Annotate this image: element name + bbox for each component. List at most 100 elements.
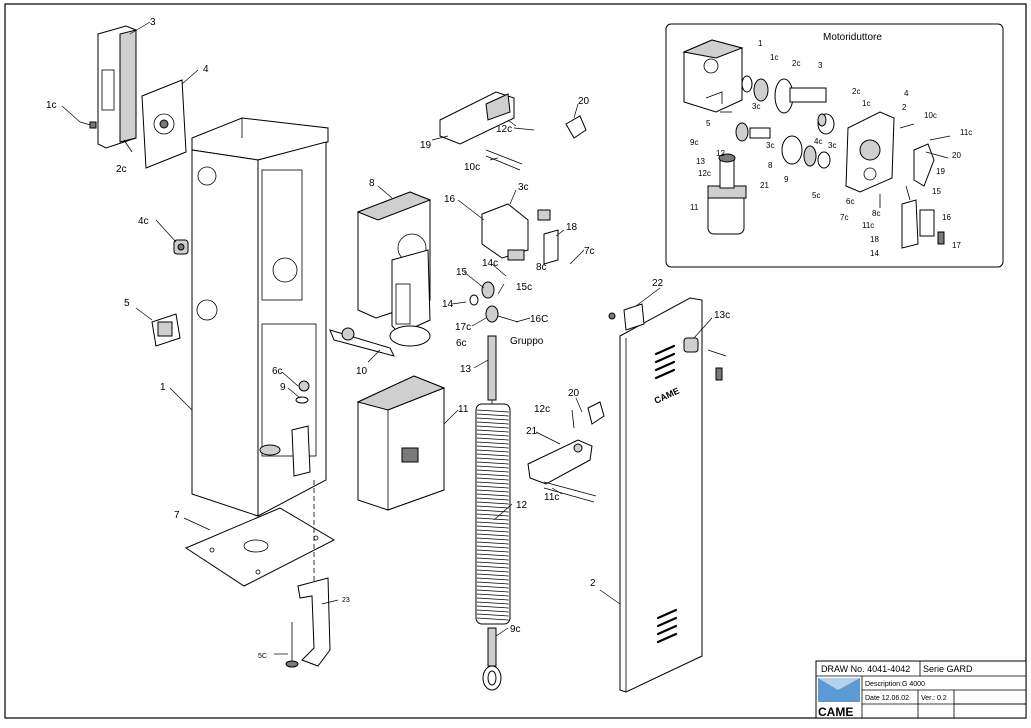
svg-text:21: 21	[760, 181, 769, 190]
inset-cover-plate	[845, 111, 895, 193]
date: Date 12.06.02	[865, 695, 909, 702]
version: Ver.: 0.2	[921, 695, 947, 702]
svg-text:12: 12	[716, 149, 725, 158]
svg-text:1: 1	[160, 382, 166, 393]
svg-text:10: 10	[356, 366, 368, 377]
bracket-group-16-18	[481, 203, 559, 265]
svg-text:5: 5	[706, 119, 711, 128]
base-bracket	[291, 425, 311, 477]
svg-text:6c: 6c	[456, 338, 467, 349]
anchor-bracket	[297, 577, 331, 667]
svg-text:9c: 9c	[690, 138, 698, 147]
inset-motor	[707, 153, 747, 235]
svg-text:8c: 8c	[536, 262, 547, 273]
svg-text:10c: 10c	[464, 162, 480, 173]
svg-text:3c: 3c	[828, 141, 836, 150]
inset-lock-bracket	[901, 199, 945, 249]
lever-21	[527, 439, 593, 485]
svg-text:15c: 15c	[516, 282, 532, 293]
svg-text:18: 18	[870, 235, 879, 244]
lock-13c	[683, 337, 727, 381]
svg-text:2c: 2c	[792, 59, 800, 68]
svg-text:17c: 17c	[455, 322, 471, 333]
title-block: DRAW No. 4041-4042 Serie GARD Descriptio…	[815, 660, 1027, 719]
screw-2c	[123, 139, 133, 153]
inset-title: Motoriduttore	[823, 32, 882, 43]
svg-text:14: 14	[870, 249, 879, 258]
svg-text:11c: 11c	[544, 492, 559, 503]
svg-text:15: 15	[932, 187, 941, 196]
svg-text:1c: 1c	[46, 100, 57, 111]
wall-bracket	[97, 25, 137, 149]
gear-motor-8	[356, 191, 432, 347]
svg-text:9c: 9c	[510, 624, 521, 635]
cabinet-column	[191, 117, 329, 517]
svg-text:8c: 8c	[872, 209, 880, 218]
svg-text:16: 16	[444, 194, 456, 205]
svg-text:7: 7	[174, 510, 180, 521]
balance-spring	[475, 335, 511, 691]
svg-text:1c: 1c	[862, 99, 870, 108]
svg-text:4c: 4c	[814, 137, 822, 146]
svg-text:4: 4	[203, 64, 209, 75]
svg-text:1: 1	[758, 39, 763, 48]
svg-text:19: 19	[936, 167, 945, 176]
sheet-border	[4, 3, 1027, 719]
svg-text:5C: 5C	[258, 653, 267, 660]
serie-name: Serie GARD	[923, 664, 973, 674]
svg-text:12c: 12c	[496, 124, 512, 135]
bracket-22	[608, 303, 645, 331]
inset-labels: 1 1c 2c 3 3c 2c 1c 4 2 10c 11c 9c 12 13 …	[690, 39, 972, 258]
inset-screws	[720, 111, 951, 208]
svg-text:7c: 7c	[584, 246, 595, 257]
svg-text:3: 3	[150, 17, 156, 28]
svg-text:23: 23	[342, 597, 350, 604]
svg-text:14: 14	[442, 299, 454, 310]
svg-text:3c: 3c	[518, 182, 529, 193]
inset-small-gears	[735, 122, 831, 169]
svg-text:20: 20	[952, 151, 961, 160]
screw-1c	[79, 121, 97, 129]
svg-text:1c: 1c	[770, 53, 778, 62]
pulley-group	[469, 281, 519, 323]
svg-text:7c: 7c	[840, 213, 848, 222]
screw-11c	[543, 481, 597, 503]
leader-lines	[61, 21, 713, 655]
svg-text:5: 5	[124, 298, 130, 309]
svg-text:14c: 14c	[482, 258, 498, 269]
control-box-11	[356, 375, 446, 511]
svg-text:2c: 2c	[852, 87, 860, 96]
mounting-plate-4	[141, 79, 187, 169]
key-lock-5	[151, 313, 181, 347]
screw-10c	[485, 149, 523, 171]
svg-text:3c: 3c	[766, 141, 774, 150]
svg-text:20: 20	[568, 388, 580, 399]
svg-text:11c: 11c	[960, 128, 972, 137]
inset-gearmotor: Motoriduttore	[665, 23, 1004, 268]
svg-text:6c: 6c	[272, 366, 283, 377]
inset-housing	[682, 39, 744, 113]
svg-text:8: 8	[369, 178, 375, 189]
main-labels: 3 4 1c 2c 4c 5 1 6c 9 7 23 5C 8 10 11 16…	[46, 17, 730, 660]
svg-text:16C: 16C	[530, 314, 548, 325]
svg-text:20: 20	[578, 96, 590, 107]
svg-text:4c: 4c	[138, 216, 149, 227]
cable-gland-4c	[173, 239, 189, 255]
release-lever-10	[329, 327, 395, 357]
svg-text:22: 22	[652, 278, 664, 289]
svg-text:12c: 12c	[534, 404, 550, 415]
svg-text:5c: 5c	[812, 191, 820, 200]
svg-text:3c: 3c	[752, 102, 760, 111]
svg-text:11: 11	[690, 203, 699, 212]
svg-text:16: 16	[942, 213, 951, 222]
inset-shaft-gears	[741, 75, 835, 135]
svg-text:15: 15	[456, 267, 468, 278]
svg-text:12: 12	[516, 500, 528, 511]
svg-text:12c: 12c	[698, 169, 711, 178]
svg-text:9: 9	[784, 175, 789, 184]
base-plate	[184, 507, 336, 587]
svg-text:13: 13	[460, 364, 472, 375]
inset-release-lever	[913, 143, 949, 187]
